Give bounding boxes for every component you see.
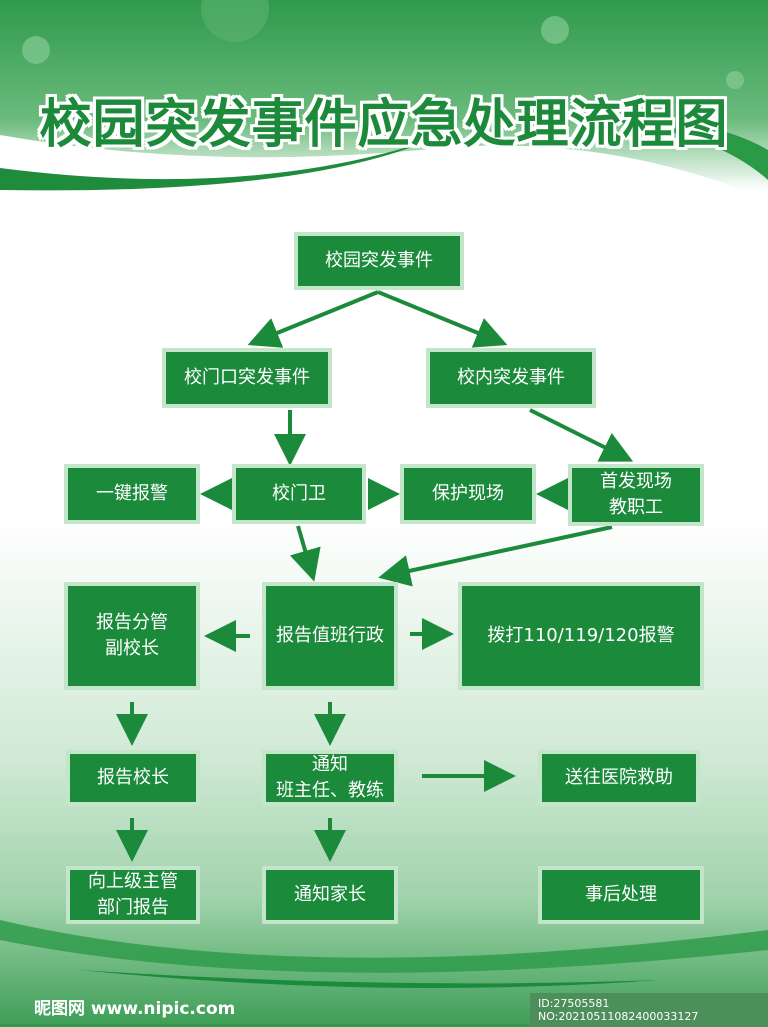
node-send-hospital: 送往医院救助 [538, 750, 700, 806]
node-report-principal: 报告校长 [66, 750, 200, 806]
node-notify-teachers: 通知 班主任、教练 [262, 750, 398, 806]
node-one-key-alarm: 一键报警 [64, 464, 200, 524]
node-campus-emergency: 校园突发事件 [294, 232, 464, 290]
node-report-duty-admin: 报告值班行政 [262, 582, 398, 690]
watermark: 昵图网 www.nipic.com [34, 999, 236, 1019]
node-inside-emergency: 校内突发事件 [426, 348, 596, 408]
node-notify-parents: 通知家长 [262, 866, 398, 924]
node-first-staff: 首发现场 教职工 [568, 464, 704, 526]
page-title: 校园突发事件应急处理流程图 [39, 95, 729, 155]
node-report-upper: 向上级主管 部门报告 [66, 866, 200, 924]
node-protect-scene: 保护现场 [400, 464, 536, 524]
node-call-police: 拨打110/119/120报警 [458, 582, 704, 690]
node-gate-emergency: 校门口突发事件 [162, 348, 332, 408]
node-gate-guard: 校门卫 [232, 464, 366, 524]
node-report-vice-principal: 报告分管 副校长 [64, 582, 200, 690]
image-id: ID:27505581 NO:20210511082400033127 [530, 993, 768, 1027]
node-aftermath: 事后处理 [538, 866, 704, 924]
header-background [0, 0, 768, 200]
footer-wave [0, 920, 768, 988]
